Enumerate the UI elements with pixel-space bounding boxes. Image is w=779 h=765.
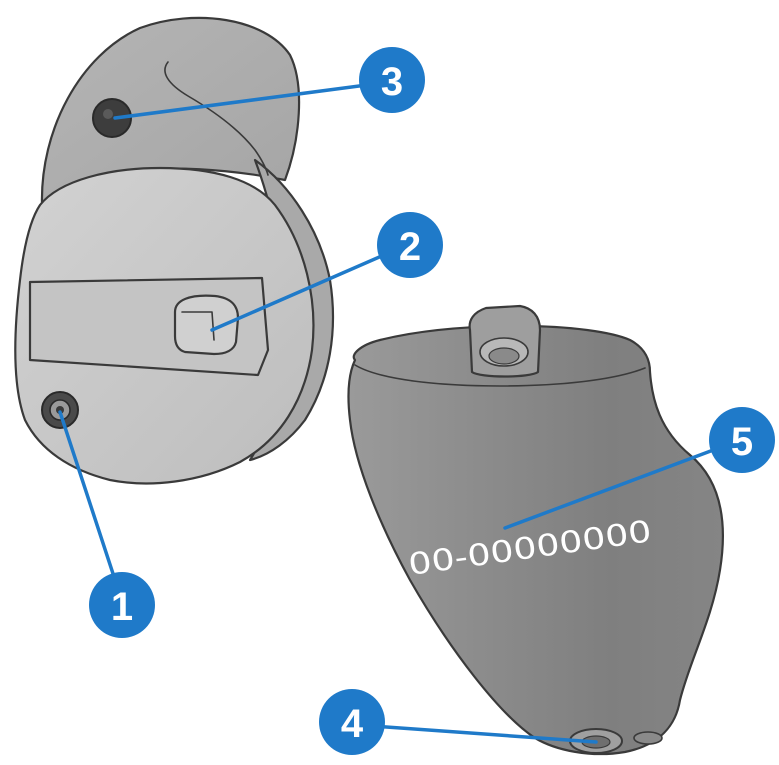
callout-badge-4: 4 (319, 689, 385, 755)
leader-line-5 (503, 438, 742, 530)
callout-label-3: 3 (381, 60, 403, 104)
hearing-aid-faceplate-view (14, 16, 335, 485)
leader-line-2 (210, 246, 402, 332)
callout-label-5: 5 (731, 420, 753, 464)
callout-label-2: 2 (399, 225, 421, 269)
vent-opening (633, 731, 663, 745)
microphone-opening (92, 98, 132, 138)
callout-badges: 1 2 3 4 5 (89, 47, 775, 755)
leader-line-4 (356, 723, 598, 744)
callout-badge-3: 3 (359, 47, 425, 113)
leader-line-1 (58, 410, 122, 597)
callout-label-4: 4 (341, 702, 364, 746)
removal-handle-hole (488, 347, 520, 365)
callout-badge-1: 1 (89, 572, 155, 638)
callout-badge-2: 2 (377, 212, 443, 278)
callout-label-1: 1 (111, 585, 133, 629)
callout-badge-5: 5 (709, 407, 775, 473)
wire-strand (164, 61, 269, 176)
microphone-highlight (103, 109, 113, 119)
charging-contact-center (56, 406, 64, 414)
push-button-tab (173, 294, 240, 356)
shell-top-rim (354, 364, 646, 387)
leader-lines (58, 80, 742, 744)
leader-line-3 (113, 80, 392, 120)
hearing-aid-shell-view: 00-00000000 (347, 304, 725, 756)
